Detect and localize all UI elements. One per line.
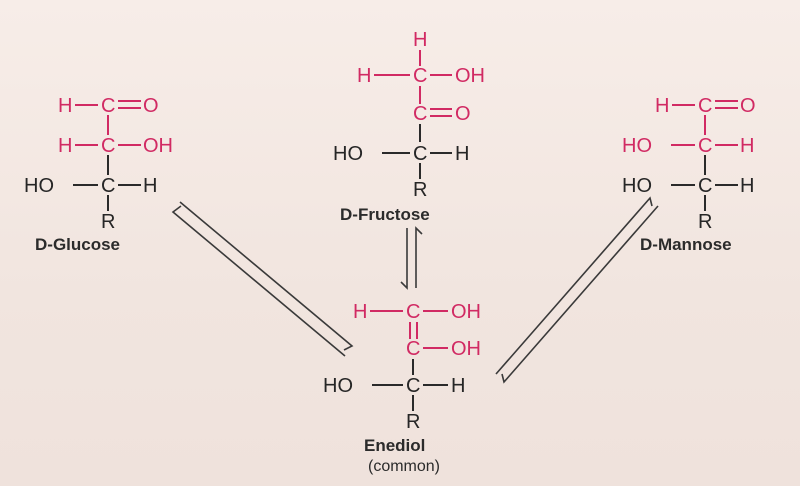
equilibrium-arrow-mannose-enediol — [495, 196, 659, 384]
enediol-r: R — [406, 411, 420, 433]
glucose-label: D-Glucose — [35, 235, 120, 254]
mannose-c3: C — [698, 175, 712, 197]
enediol-c3: C — [406, 375, 420, 397]
enediol-oh1: OH — [451, 301, 481, 323]
mannose-h3: H — [740, 175, 754, 197]
glucose-oh2: OH — [143, 135, 173, 157]
fructose-structure: H H C OH C O HO C H R D-Fructose — [333, 29, 485, 224]
fructose-h1: H — [357, 65, 371, 87]
fructose-ho3: HO — [333, 143, 363, 165]
mannose-o1: O — [740, 95, 756, 117]
mannose-c1: C — [698, 95, 712, 117]
glucose-h1: H — [58, 95, 72, 117]
glucose-structure: H C O H C OH HO C H R D-Glucose — [24, 95, 173, 254]
fructose-h3: H — [455, 143, 469, 165]
glucose-o1: O — [143, 95, 159, 117]
enediol-ho3: HO — [323, 375, 353, 397]
glucose-h3: H — [143, 175, 157, 197]
mannose-r: R — [698, 211, 712, 233]
enediol-h3: H — [451, 375, 465, 397]
harpoon-reverse — [501, 205, 659, 384]
fructose-r: R — [413, 179, 427, 201]
harpoon-forward — [495, 196, 653, 375]
enediol-label: Enediol — [364, 436, 425, 455]
mannose-ho2: HO — [622, 135, 652, 157]
fructose-h-top: H — [413, 29, 427, 51]
fructose-oh1: OH — [455, 65, 485, 87]
fructose-c3: C — [413, 143, 427, 165]
enediol-c2: C — [406, 338, 420, 360]
glucose-c2: C — [101, 135, 115, 157]
glucose-c3: C — [101, 175, 115, 197]
harpoon-reverse — [415, 226, 423, 288]
enediol-h1: H — [353, 301, 367, 323]
fructose-c1: C — [413, 65, 427, 87]
glucose-r: R — [101, 211, 115, 233]
harpoon-forward — [400, 228, 408, 290]
glucose-ho3: HO — [24, 175, 54, 197]
enediol-structure: H C OH C OH HO C H R Enediol (common) — [323, 301, 481, 475]
equilibrium-arrow-glucose-enediol — [171, 201, 354, 357]
mannose-h2: H — [740, 135, 754, 157]
equilibrium-arrow-fructose-enediol — [400, 226, 423, 290]
mannose-c2: C — [698, 135, 712, 157]
fructose-label: D-Fructose — [340, 205, 430, 224]
mannose-h1: H — [655, 95, 669, 117]
harpoon-forward — [179, 201, 354, 351]
mannose-label: D-Mannose — [640, 235, 732, 254]
enediol-oh2: OH — [451, 338, 481, 360]
enediol-note: (common) — [368, 458, 440, 475]
fructose-c2: C — [413, 103, 427, 125]
mannose-structure: H C O HO C H HO C H R D-Mannose — [622, 95, 756, 254]
harpoon-reverse — [171, 205, 346, 357]
enediol-c1: C — [406, 301, 420, 323]
fructose-o2: O — [455, 103, 471, 125]
glucose-c1: C — [101, 95, 115, 117]
mannose-ho3: HO — [622, 175, 652, 197]
glucose-h2: H — [58, 135, 72, 157]
